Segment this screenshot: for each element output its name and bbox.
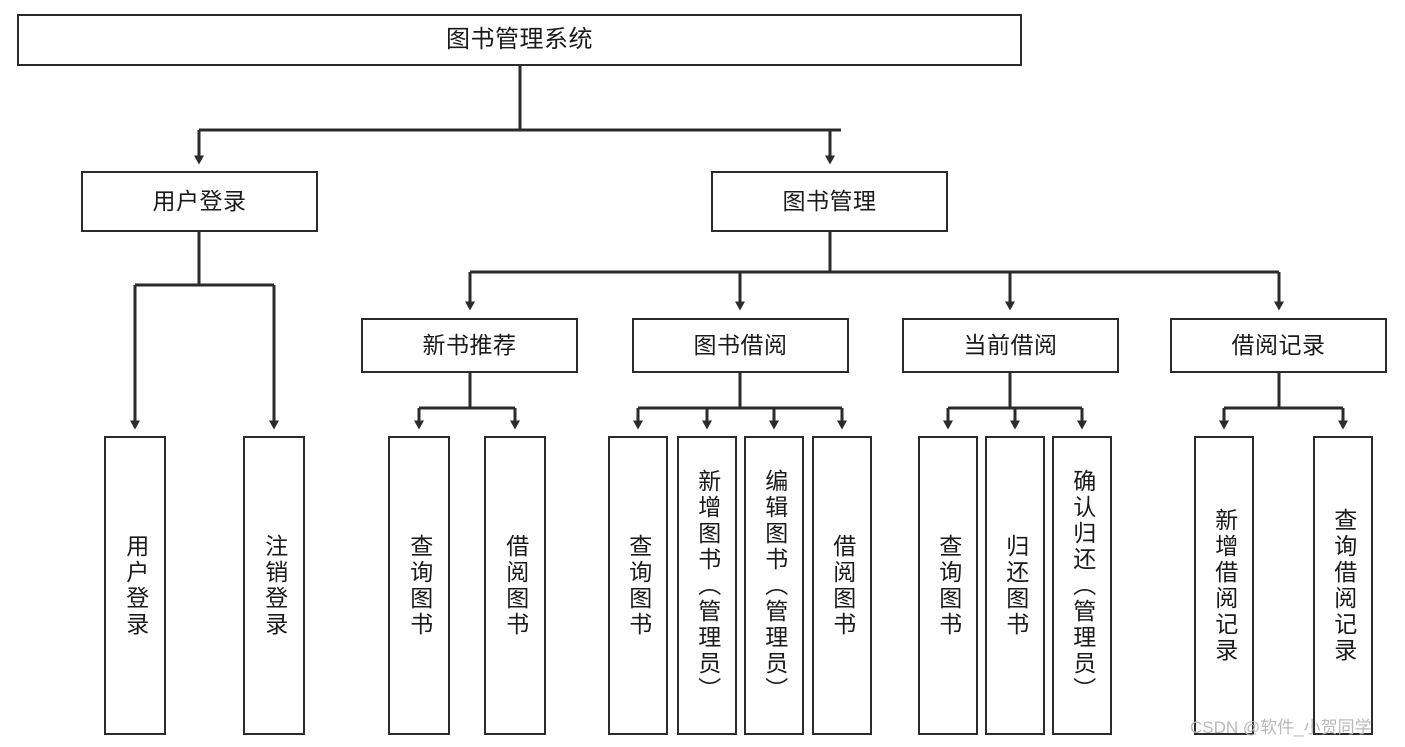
node-leaf-query-book-borrow-label: 查询图书: [625, 533, 652, 638]
node-leaf-edit-book-admin-label: 编辑图书（管理员）: [761, 468, 788, 703]
watermark-text: CSDN @软件_小贺同学: [1190, 718, 1372, 737]
node-leaf-query-book-current[interactable]: 查询图书: [918, 436, 978, 735]
node-user-login[interactable]: 用户登录: [81, 171, 318, 232]
node-leaf-borrow-book-recommend[interactable]: 借阅图书: [484, 436, 546, 735]
node-new-book-recommend-label: 新书推荐: [422, 331, 517, 358]
node-leaf-query-borrow-record[interactable]: 查询借阅记录: [1313, 436, 1373, 735]
node-new-book-recommend[interactable]: 新书推荐: [361, 318, 578, 373]
node-book-borrow[interactable]: 图书借阅: [632, 318, 849, 373]
node-leaf-logout-label: 注销登录: [261, 533, 288, 638]
node-leaf-query-book-recommend[interactable]: 查询图书: [388, 436, 450, 735]
node-leaf-confirm-return-admin[interactable]: 确认归还（管理员）: [1052, 436, 1112, 735]
node-leaf-user-login-label: 用户登录: [122, 533, 149, 638]
node-leaf-add-book-admin[interactable]: 新增图书（管理员）: [677, 436, 737, 735]
node-book-management[interactable]: 图书管理: [711, 171, 948, 232]
node-leaf-edit-book-admin[interactable]: 编辑图书（管理员）: [744, 436, 804, 735]
node-current-borrow[interactable]: 当前借阅: [902, 318, 1119, 373]
node-leaf-return-book-label: 归还图书: [1002, 533, 1029, 638]
node-leaf-return-book[interactable]: 归还图书: [985, 436, 1045, 735]
node-leaf-borrow-book[interactable]: 借阅图书: [812, 436, 872, 735]
node-leaf-add-borrow-record[interactable]: 新增借阅记录: [1194, 436, 1254, 735]
node-leaf-query-book-recommend-label: 查询图书: [406, 533, 433, 638]
node-current-borrow-label: 当前借阅: [963, 331, 1058, 358]
node-root[interactable]: 图书管理系统: [17, 14, 1022, 66]
node-leaf-query-book-borrow[interactable]: 查询图书: [608, 436, 668, 735]
node-book-management-label: 图书管理: [782, 187, 877, 214]
node-leaf-query-book-current-label: 查询图书: [935, 533, 962, 638]
node-leaf-add-borrow-record-label: 新增借阅记录: [1211, 507, 1238, 664]
node-leaf-query-borrow-record-label: 查询借阅记录: [1330, 507, 1357, 664]
node-leaf-confirm-return-admin-label: 确认归还（管理员）: [1069, 468, 1096, 703]
node-book-borrow-label: 图书借阅: [693, 331, 788, 358]
node-leaf-logout[interactable]: 注销登录: [243, 436, 305, 735]
node-user-login-label: 用户登录: [152, 187, 247, 214]
node-borrow-record-label: 借阅记录: [1231, 331, 1326, 358]
node-leaf-borrow-book-recommend-label: 借阅图书: [502, 533, 529, 638]
node-root-label: 图书管理系统: [446, 25, 593, 53]
node-leaf-borrow-book-label: 借阅图书: [829, 533, 856, 638]
node-borrow-record[interactable]: 借阅记录: [1170, 318, 1387, 373]
node-leaf-add-book-admin-label: 新增图书（管理员）: [694, 468, 721, 703]
node-leaf-user-login[interactable]: 用户登录: [104, 436, 166, 735]
